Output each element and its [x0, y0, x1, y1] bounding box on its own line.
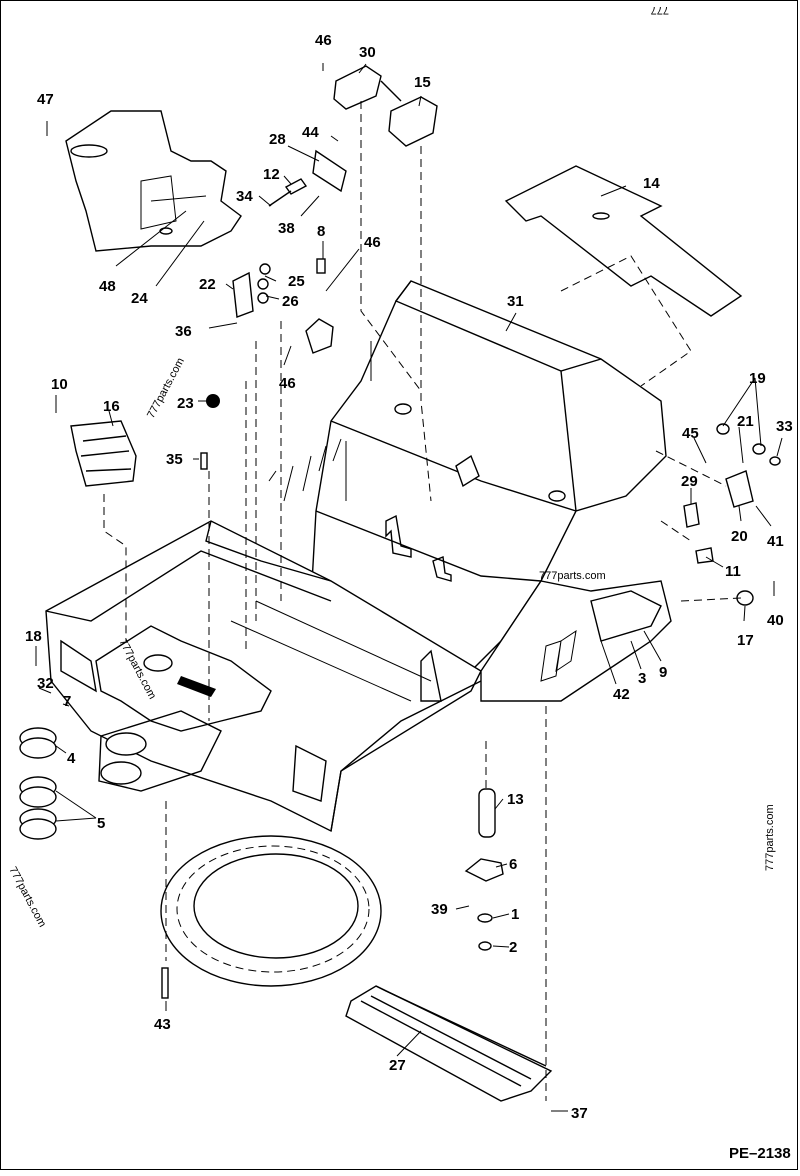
callout-45: 45: [682, 425, 699, 442]
drawing-id: PE–2138: [729, 1145, 791, 1162]
callout-36: 36: [175, 323, 192, 340]
callout-41: 41: [767, 533, 784, 550]
callout-27: 27: [389, 1057, 406, 1074]
watermark-right: 777parts.com: [764, 804, 776, 871]
callout-9: 9: [659, 664, 667, 681]
callout-22: 22: [199, 276, 216, 293]
callout-1: 1: [511, 906, 519, 923]
callout-34: 34: [236, 188, 253, 205]
callout-5: 5: [97, 815, 105, 832]
leader-lines: [35, 63, 783, 1112]
callout-19: 19: [749, 370, 766, 387]
callout-38: 38: [278, 220, 295, 237]
callout-40: 40: [767, 612, 784, 629]
corner-mark: 777: [651, 4, 669, 16]
callout-8: 8: [317, 223, 325, 240]
callout-7: 7: [63, 693, 71, 710]
callout-14: 14: [643, 175, 660, 192]
callout-17: 17: [737, 632, 754, 649]
callout-2: 2: [509, 939, 517, 956]
callout-46-2: 46: [364, 234, 381, 251]
callout-6: 6: [509, 856, 517, 873]
callout-46: 46: [315, 32, 332, 49]
cover-plate-14: [504, 165, 743, 387]
callout-18: 18: [25, 628, 42, 645]
watermark-center: 777parts.com: [539, 570, 606, 582]
watermark-bottom-left: 777parts.com: [6, 865, 48, 929]
callout-12: 12: [263, 166, 280, 183]
callout-26: 26: [282, 293, 299, 310]
callout-28: 28: [269, 131, 286, 148]
callout-3: 3: [638, 670, 646, 687]
callout-29: 29: [681, 473, 698, 490]
bracket-27: [345, 985, 553, 1102]
callout-labels: 1234567891011121314151617181920212223242…: [25, 32, 793, 1122]
swing-mount: [95, 625, 272, 792]
callout-30: 30: [359, 44, 376, 61]
rear-cover: [65, 110, 242, 252]
callout-42: 42: [613, 686, 630, 703]
callout-43: 43: [154, 1016, 171, 1033]
callout-21: 21: [737, 413, 754, 430]
callout-25: 25: [288, 273, 305, 290]
callout-20: 20: [731, 528, 748, 545]
small-parts: [19, 65, 781, 999]
slew-ring: [160, 835, 382, 987]
upperstructure-frame: [45, 520, 672, 833]
callout-31: 31: [507, 293, 524, 310]
assembly-lines: [103, 101, 742, 1101]
callout-23: 23: [177, 395, 194, 412]
callout-48: 48: [99, 278, 116, 295]
callout-44: 44: [302, 124, 319, 141]
callout-47: 47: [37, 91, 54, 108]
callout-15: 15: [414, 74, 431, 91]
callout-35: 35: [166, 451, 183, 468]
callout-11: 11: [725, 563, 741, 580]
callout-16: 16: [103, 398, 120, 415]
main-housing: [268, 280, 667, 672]
callout-32: 32: [37, 675, 54, 692]
callout-24: 24: [131, 290, 148, 307]
callout-37: 37: [571, 1105, 588, 1122]
callout-39: 39: [431, 901, 448, 918]
callout-4: 4: [67, 750, 76, 767]
callout-46-3: 46: [279, 375, 296, 392]
callout-33: 33: [776, 418, 793, 435]
callout-13: 13: [507, 791, 524, 808]
callout-10: 10: [51, 376, 68, 393]
